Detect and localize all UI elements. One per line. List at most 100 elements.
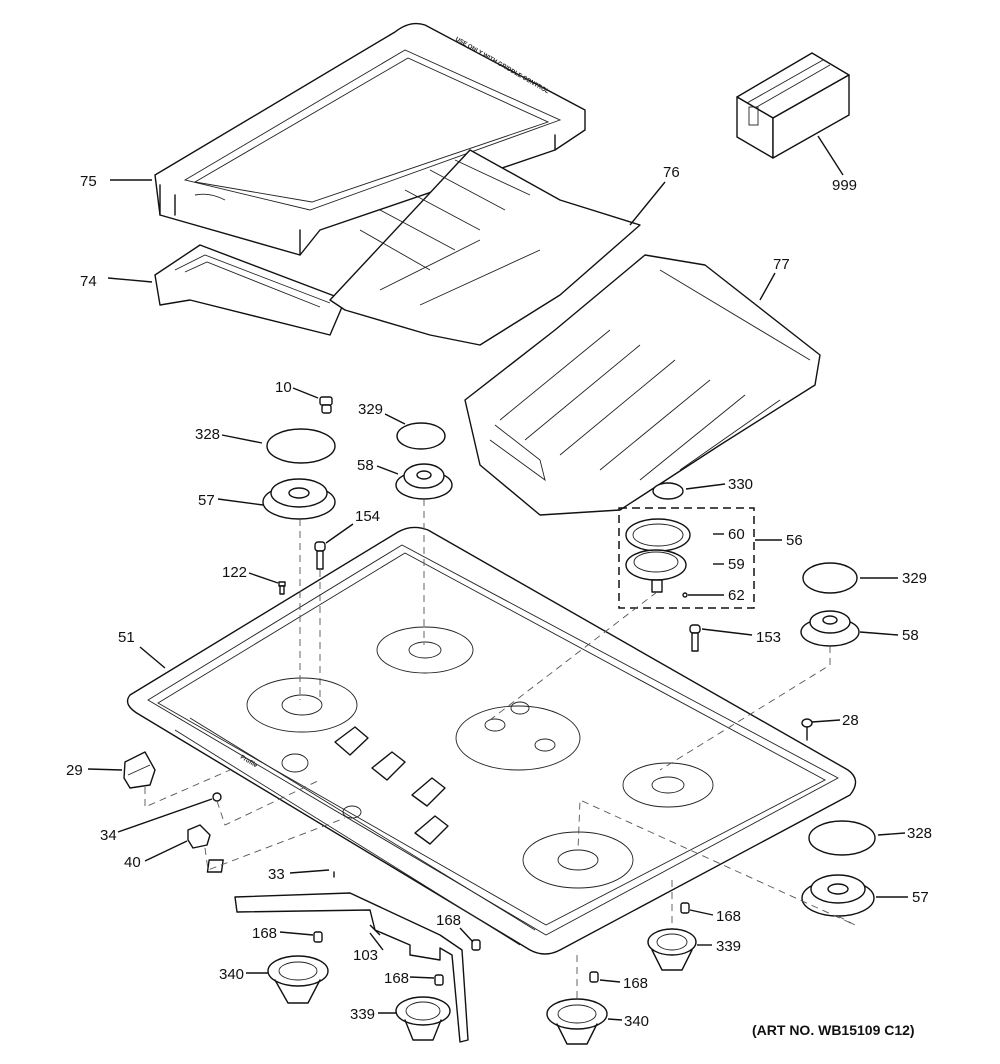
callout-339b[interactable]: 339 — [350, 1006, 375, 1023]
callout-33[interactable]: 33 — [268, 866, 285, 883]
callout-329b[interactable]: 329 — [902, 570, 927, 587]
burner-outer-center-part[interactable] — [625, 549, 687, 593]
burner-head-small-right-part[interactable] — [800, 610, 860, 647]
burner-cap-large-right-part[interactable] — [808, 820, 876, 856]
callout-58b[interactable]: 58 — [902, 627, 919, 644]
leader-154 — [325, 523, 354, 544]
callout-59[interactable]: 59 — [728, 556, 745, 573]
leader-40 — [144, 840, 188, 862]
leader-329a — [384, 413, 406, 425]
grate-center-part[interactable] — [329, 149, 641, 346]
burner-base-left-part[interactable] — [267, 955, 329, 1004]
burner-head-large-right-part[interactable] — [801, 874, 875, 917]
callout-154[interactable]: 154 — [355, 508, 380, 525]
leader-58b — [859, 631, 899, 636]
burner-head-small-left-part[interactable] — [395, 463, 453, 500]
o-ring-part[interactable] — [682, 592, 688, 598]
screw-right-edge-part[interactable] — [801, 718, 813, 741]
callout-122[interactable]: 122 — [222, 564, 247, 581]
leader-168a — [279, 931, 314, 936]
callout-330[interactable]: 330 — [728, 476, 753, 493]
dash-knob-insert — [216, 779, 321, 826]
knob-large-part[interactable] — [123, 751, 156, 789]
screw-small-part[interactable] — [278, 581, 286, 595]
knob-insert-part[interactable] — [212, 792, 222, 802]
callout-57b[interactable]: 57 — [912, 889, 929, 906]
cooktop-main-top-part[interactable]: Profile — [126, 526, 857, 955]
callout-74[interactable]: 74 — [80, 273, 97, 290]
shipping-box-part[interactable] — [736, 52, 850, 159]
grate-right-part[interactable] — [464, 254, 821, 516]
callout-153[interactable]: 153 — [756, 629, 781, 646]
leader-10 — [292, 387, 319, 399]
burner-base-bottom-center-part[interactable] — [546, 998, 608, 1045]
burner-cap-large-left-part[interactable] — [266, 428, 336, 464]
leader-168e — [599, 979, 621, 983]
leader-328a — [221, 434, 263, 444]
callout-28[interactable]: 28 — [842, 712, 859, 729]
grate-left-part[interactable] — [154, 244, 346, 336]
clip-part-c[interactable] — [434, 974, 444, 986]
callout-29[interactable]: 29 — [66, 762, 83, 779]
callout-999[interactable]: 999 — [832, 177, 857, 194]
callout-75[interactable]: 75 — [80, 173, 97, 190]
art-number: (ART NO. WB15109 C12) — [752, 1022, 915, 1038]
leader-122 — [248, 572, 279, 584]
callout-168b[interactable]: 168 — [436, 912, 461, 929]
burner-head-large-left-part[interactable] — [262, 478, 336, 520]
clip-part-e[interactable] — [589, 971, 599, 983]
burner-base-right-part[interactable] — [647, 928, 697, 971]
screw-right-part[interactable] — [689, 624, 701, 652]
callout-34[interactable]: 34 — [100, 827, 117, 844]
callout-168a[interactable]: 168 — [252, 925, 277, 942]
leader-34 — [117, 798, 213, 833]
leader-58a — [376, 465, 399, 475]
callout-56[interactable]: 56 — [786, 532, 803, 549]
orifice-part[interactable] — [319, 396, 333, 414]
screw-left-part[interactable] — [314, 541, 326, 570]
leader-77 — [759, 272, 776, 301]
leader-330 — [685, 483, 726, 490]
leader-168b — [459, 927, 474, 943]
callout-103[interactable]: 103 — [353, 947, 378, 964]
leader-51 — [139, 646, 166, 669]
leader-103 — [369, 932, 384, 951]
leader-168d — [689, 909, 714, 916]
callout-60[interactable]: 60 — [728, 526, 745, 543]
burner-cap-small-left-part[interactable] — [396, 422, 446, 450]
callout-57a[interactable]: 57 — [198, 492, 215, 509]
callout-340a[interactable]: 340 — [219, 966, 244, 983]
callout-51[interactable]: 51 — [118, 629, 135, 646]
callout-328a[interactable]: 328 — [195, 426, 220, 443]
callout-62[interactable]: 62 — [728, 587, 745, 604]
burner-inner-center-part[interactable] — [625, 518, 691, 552]
leader-153 — [701, 628, 753, 636]
callout-76[interactable]: 76 — [663, 164, 680, 181]
leader-999 — [817, 135, 844, 176]
griddle-part[interactable]: USE ONLY WITH GRIDDLE CONTROL — [154, 22, 586, 256]
callout-168c[interactable]: 168 — [384, 970, 409, 987]
callout-168d[interactable]: 168 — [716, 908, 741, 925]
callout-328b[interactable]: 328 — [907, 825, 932, 842]
leader-57a — [217, 498, 264, 506]
callout-40[interactable]: 40 — [124, 854, 141, 871]
clip-part-b[interactable] — [471, 939, 481, 951]
clip-part-a[interactable] — [313, 931, 323, 943]
callout-77[interactable]: 77 — [773, 256, 790, 273]
leader-340b — [607, 1018, 623, 1021]
callout-58a[interactable]: 58 — [357, 457, 374, 474]
callout-340b[interactable]: 340 — [624, 1013, 649, 1030]
clip-part-d[interactable] — [680, 902, 690, 914]
bracket-part[interactable] — [234, 892, 469, 1043]
burner-base-bottom-part[interactable] — [395, 996, 451, 1041]
leader-103-a — [369, 924, 381, 936]
knob-small-part[interactable] — [187, 824, 211, 849]
burner-cap-center-part[interactable] — [652, 482, 684, 500]
leader-28 — [811, 719, 841, 723]
callout-10[interactable]: 10 — [275, 379, 292, 396]
callout-168e[interactable]: 168 — [623, 975, 648, 992]
burner-cap-small-right-part[interactable] — [802, 562, 858, 594]
callout-339a[interactable]: 339 — [716, 938, 741, 955]
callout-329a[interactable]: 329 — [358, 401, 383, 418]
